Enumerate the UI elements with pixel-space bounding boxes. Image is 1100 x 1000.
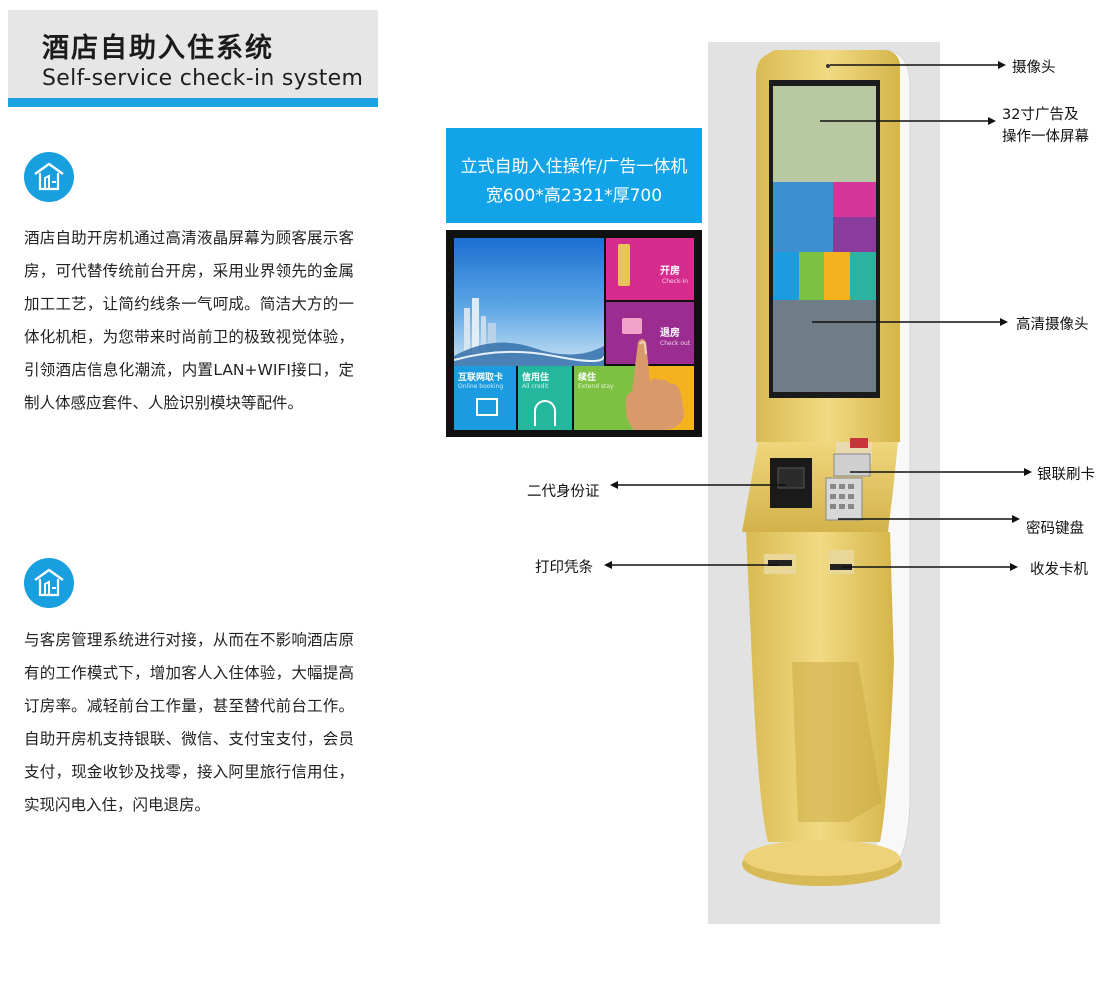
- callout-screen-line1: 32寸广告及: [1002, 107, 1079, 123]
- tile-check-in[interactable]: 开房 Check-in: [606, 238, 694, 300]
- tile-credit-stay[interactable]: 信用住 All credit: [518, 366, 572, 430]
- city-skyline-image: [454, 238, 605, 366]
- product-spec-box: 立式自助入住操作/广告一体机 宽600*高2321*厚700: [446, 128, 702, 223]
- product-dimensions: 宽600*高2321*厚700: [485, 186, 663, 206]
- feature-text-1: 酒店自助开房机通过高清液晶屏幕为顾客展示客房，可代替传统前台开房，采用业界领先的…: [24, 229, 354, 412]
- callout-screen-line2: 操作一体屏幕: [1002, 129, 1089, 145]
- callout-keypad: 密码键盘: [1026, 521, 1084, 537]
- callout-arrow-unionpay: [850, 468, 1032, 476]
- callout-arrow-id-card: [610, 481, 786, 489]
- title-block: 酒店自助入住系统 Self-service check-in system: [8, 10, 378, 98]
- callout-arrow-card-dispenser: [842, 563, 1018, 571]
- title-accent-bar: [8, 98, 378, 107]
- house-icon: [24, 152, 74, 202]
- callout-arrow-camera: [830, 61, 1006, 69]
- page-title: 酒店自助入住系统: [42, 33, 274, 64]
- callout-printer: 打印凭条: [535, 560, 593, 576]
- page-subtitle: Self-service check-in system: [42, 66, 364, 91]
- tile-check-out[interactable]: 退房 Check out: [606, 302, 694, 364]
- callout-hd-camera: 高清摄像头: [1016, 317, 1089, 333]
- callout-id-card: 二代身份证: [527, 484, 600, 500]
- callout-arrow-printer: [604, 561, 778, 569]
- callout-card-dispenser: 收发卡机: [1030, 562, 1088, 578]
- callout-arrow-keypad: [838, 515, 1020, 523]
- pointing-hand-image: [625, 339, 684, 430]
- callout-camera: 摄像头: [1012, 60, 1056, 76]
- callout-arrow-hd-camera: [812, 318, 1008, 326]
- house-icon: [24, 558, 74, 608]
- tile-online-booking[interactable]: 互联网取卡 Online booking: [454, 366, 516, 430]
- feature-text-2: 与客房管理系统进行对接，从而在不影响酒店原有的工作模式下，增加客人入住体验，大幅…: [24, 631, 354, 814]
- product-name: 立式自助入住操作/广告一体机: [460, 157, 688, 177]
- screen-preview: 开房 Check-in 退房 Check out 互联网取卡 Online bo…: [446, 230, 702, 437]
- kiosk-illustration: [742, 49, 911, 886]
- callout-unionpay: 银联刷卡: [1037, 467, 1095, 483]
- callout-arrow-screen: [820, 117, 996, 125]
